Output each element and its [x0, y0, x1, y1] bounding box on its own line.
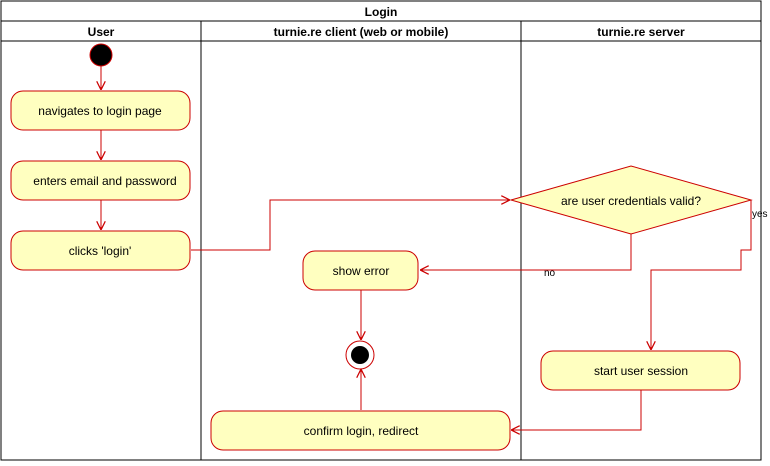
action-enter-credentials	[10, 160, 191, 201]
edge-session-to-confirm	[512, 390, 642, 430]
action-navigate-label: navigates to login page	[38, 104, 162, 118]
edge-click-to-decision	[191, 200, 509, 251]
end-node-core	[351, 346, 369, 364]
action-confirm-login	[210, 410, 511, 451]
action-confirm-login-label: confirm login, redirect	[304, 424, 419, 438]
edges	[101, 66, 752, 430]
edge-label-no: no	[544, 268, 556, 279]
action-show-error	[302, 250, 419, 291]
lane-header-server: turnie.re server	[597, 25, 685, 39]
edge-decision-no	[421, 234, 632, 270]
start-node	[89, 43, 113, 67]
action-start-session-label: start user session	[594, 364, 688, 378]
action-navigate	[10, 90, 191, 131]
action-start-session	[540, 350, 741, 391]
pool-title: Login	[365, 5, 398, 19]
decision-credentials-valid	[509, 165, 753, 235]
action-click-login-label: clicks 'login'	[69, 244, 132, 258]
lane-header-client: turnie.re client (web or mobile)	[274, 25, 449, 39]
edge-label-yes: yes	[752, 209, 768, 220]
lane-header-user: User	[88, 25, 115, 39]
action-enter-credentials-label: enters email and password	[33, 174, 176, 188]
action-show-error-label: show error	[333, 264, 390, 278]
decision-label: are user credentials valid?	[561, 194, 701, 208]
action-click-login	[10, 230, 191, 271]
edge-decision-yes	[651, 200, 752, 349]
